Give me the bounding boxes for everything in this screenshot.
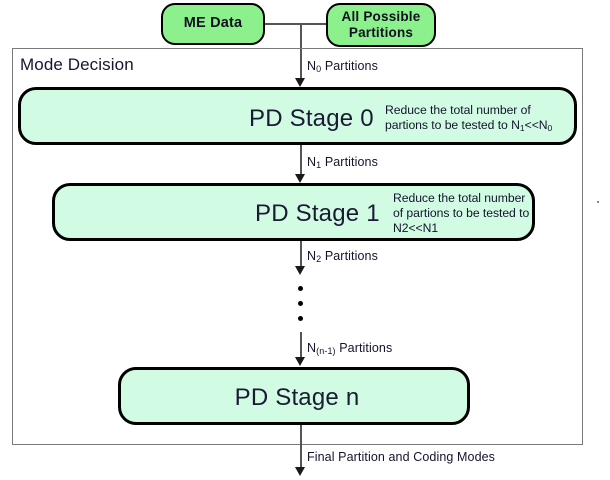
ellipsis-dot-2	[298, 301, 303, 306]
connector-trunk-to-stage0	[300, 23, 302, 81]
ellipsis-dot-1	[298, 286, 303, 291]
n1-suffix: Partitions	[321, 155, 378, 169]
all-possible-partitions-label-line2: Partitions	[348, 25, 414, 40]
flow-label-n1-partitions: N1 Partitions	[307, 155, 378, 170]
ellipsis-dot-3	[298, 316, 303, 321]
all-possible-partitions-box[interactable]: All Possible Partitions	[326, 3, 436, 47]
n0-suffix: Partitions	[321, 59, 378, 73]
flow-label-n0-partitions: N0 Partitions	[307, 59, 378, 74]
pd-stage-0-note-sub1: 1	[519, 122, 525, 133]
n2-sub: 2	[316, 254, 322, 264]
n1-prefix: N	[307, 155, 317, 169]
pd-stage-0-note: Reduce the total number of partions to b…	[385, 103, 599, 133]
flow-label-nn-1-partitions: N(n-1) Partitions	[307, 341, 392, 356]
mode-decision-frame	[12, 48, 583, 445]
pd-stage-n-title: PD Stage n	[234, 384, 360, 411]
connector-stage1-to-ellipsis	[300, 241, 302, 270]
me-data-label: ME Data	[183, 15, 243, 32]
me-data-box[interactable]: ME Data	[161, 3, 265, 45]
arrowhead-below-stage1	[295, 266, 305, 275]
pd-stage-1-note-line3: N2<<N1	[393, 220, 439, 235]
arrowhead-output	[295, 467, 305, 476]
n2-prefix: N	[307, 249, 317, 263]
image-artifact-speck	[597, 201, 599, 203]
connector-all-partitions-to-trunk	[300, 23, 326, 25]
pd-stage-1-note: Reduce the total number of partions to b…	[393, 191, 585, 236]
pd-stage-1-box[interactable]: PD Stage 1 Reduce the total number of pa…	[52, 183, 535, 241]
pd-stage-1-note-line2: of partions to be tested to	[393, 205, 530, 220]
pd-stage-1-title: PD Stage 1	[255, 200, 380, 227]
nn1-prefix: N	[307, 341, 317, 355]
arrowhead-to-stagen	[295, 357, 305, 366]
arrowhead-to-stage0	[295, 78, 305, 87]
pd-stage-n-box[interactable]: PD Stage n	[118, 367, 470, 425]
flow-label-n2-partitions: N2 Partitions	[307, 249, 378, 264]
pd-stage-1-note-line1: Reduce the total number	[393, 191, 526, 205]
n0-sub: 0	[316, 64, 322, 74]
pd-stage-0-note-line2-b: <<N	[524, 117, 548, 132]
pd-stage-0-box[interactable]: PD Stage 0 Reduce the total number of pa…	[18, 87, 577, 145]
nn1-sub: (n-1)	[316, 346, 336, 356]
connector-stage0-to-stage1	[300, 145, 302, 178]
connector-ellipsis-to-stagen	[300, 332, 302, 360]
arrowhead-to-stage1	[295, 174, 305, 183]
connector-stagen-to-output	[300, 425, 302, 471]
pd-stage-0-title: PD Stage 0	[249, 105, 374, 132]
n0-prefix: N	[307, 59, 317, 73]
pd-stage-0-note-line1: Reduce the total number of	[385, 103, 531, 117]
output-label: Final Partition and Coding Modes	[307, 450, 496, 464]
all-possible-partitions-label-line1: All Possible	[341, 8, 421, 24]
nn1-suffix: Partitions	[335, 341, 393, 355]
pd-stage-0-note-line2-a: partions to be tested to N	[385, 117, 520, 132]
mode-decision-label: Mode Decision	[20, 55, 134, 74]
n1-sub: 1	[316, 160, 322, 170]
connector-me-data-to-trunk	[265, 23, 301, 25]
pd-stage-0-note-sub2: 0	[547, 122, 553, 133]
n2-suffix: Partitions	[321, 249, 378, 263]
